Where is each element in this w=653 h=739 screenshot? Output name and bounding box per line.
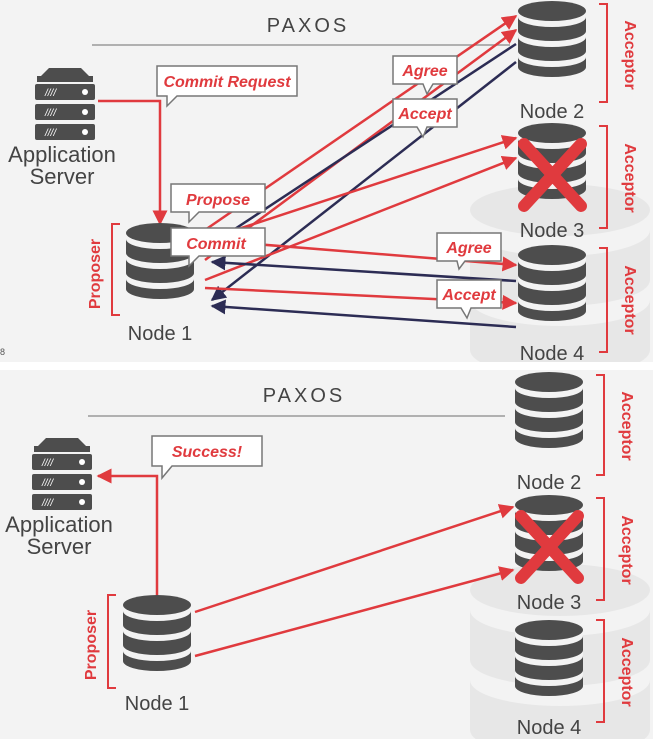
node4-database-icon [515,620,583,696]
node3-database-icon [518,123,586,199]
acceptor-label-node4: Acceptor [618,637,635,706]
acceptor-label-node2: Acceptor [618,391,635,460]
page-number: 8 [0,347,5,357]
node1-database-icon [123,595,191,671]
page-title: PAXOS [267,15,349,37]
acceptor-label-node3: Acceptor [618,515,635,584]
proposer-label: Proposer [83,610,100,680]
accept-arrow-node2 [210,61,517,301]
acceptor-label-node3: Acceptor [621,143,638,212]
node2-label: Node 2 [520,101,585,123]
agree-bubble-node2: Agree [392,55,458,96]
commit-request-arrow [98,99,168,226]
app-server-label-line2: Server [27,534,92,559]
application-server-icon [32,438,92,510]
success-text: Success! [172,444,243,461]
paxos-top-diagram: //// //// //// PAXOS Application Server … [0,1,650,362]
node4-label: Node 4 [520,343,585,362]
commit-bubble: Commit [170,227,266,268]
acceptor-bracket-node3 [596,497,605,601]
accept-bubble-node2: Accept [392,98,458,139]
agree-text-node2: Agree [401,63,447,80]
proposer-bracket [107,594,116,689]
commit-arrow-node3 [204,155,518,282]
acceptor-bracket-node4 [596,619,605,723]
paxos-bottom-diagram: PAXOS Application Server Success! Node 1… [5,372,650,739]
node3-label: Node 3 [520,220,585,242]
commit-arrow-node2 [194,504,515,614]
proposer-bracket [111,223,120,316]
agree-bubble-node4: Agree [436,232,502,271]
proposer-label: Proposer [87,239,104,309]
acceptor-label-node4: Acceptor [621,265,638,334]
app-server-label-line1: Application [5,512,113,537]
commit-request-bubble: Commit Request [156,65,298,108]
node1-label: Node 1 [125,693,190,715]
application-server-icon [35,68,95,140]
accept-text-node2: Accept [397,106,452,123]
node3-failed-x-icon [518,138,587,212]
accept-text-node4: Accept [441,287,496,304]
acceptor-bracket-node2 [596,374,605,476]
propose-text: Propose [186,192,250,209]
success-bubble: Success! [151,435,263,481]
commit-text: Commit [186,236,246,253]
app-server-label-line1: Application [8,142,116,167]
acceptor-bracket-node3 [599,125,608,229]
paxos-top-panel: //// //// //// PAXOS Application Server … [0,0,653,362]
propose-bubble: Propose [170,183,266,224]
accept-arrow-node4 [210,299,517,329]
node4-label: Node 4 [517,717,582,739]
success-arrow [96,468,159,602]
acceptor-bracket-node4 [599,247,608,353]
node2-database-icon [518,1,586,77]
propose-arrow-node3 [204,135,518,242]
agree-arrow-node4 [210,255,517,283]
node3-failed-x-icon [515,510,584,584]
node3-label: Node 3 [517,592,582,614]
node2-label: Node 2 [517,472,582,494]
node3-database-icon [515,495,583,571]
paxos-bottom-panel: PAXOS Application Server Success! Node 1… [0,370,653,739]
node1-label: Node 1 [128,323,193,345]
commit-arrow-node3 [194,566,515,658]
app-server-label-line2: Server [30,164,95,189]
accept-bubble-node4: Accept [436,279,502,320]
acceptor-bracket-node2 [599,3,608,103]
agree-text-node4: Agree [445,240,491,257]
node4-database-icon [518,245,586,321]
node2-database-icon [515,372,583,448]
acceptor-label-node2: Acceptor [621,20,638,89]
page-title: PAXOS [263,385,345,407]
commit-request-text: Commit Request [163,74,291,91]
